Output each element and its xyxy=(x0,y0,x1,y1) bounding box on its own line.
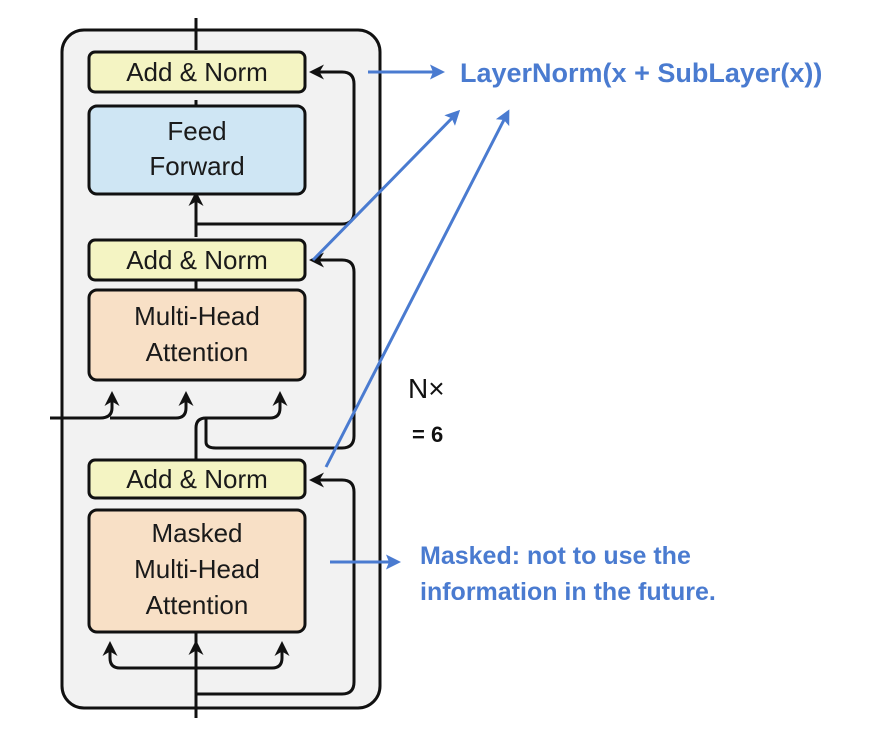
add-norm-label-top: Add & Norm xyxy=(126,57,268,87)
repeat-label: N× xyxy=(408,373,445,404)
feed-forward-block xyxy=(87,104,307,196)
feed-forward-label-line1: Feed xyxy=(167,116,226,146)
masked-attention-label-line1: Masked xyxy=(151,518,242,548)
masked-multi-head-attention-block xyxy=(87,508,307,634)
feed-forward-label-line2: Forward xyxy=(149,151,244,181)
add-norm-label-bottom: Add & Norm xyxy=(126,464,268,494)
residual-connection-2 xyxy=(204,252,356,450)
formula-pointer-arrow xyxy=(311,109,461,262)
add-norm-block-middle xyxy=(87,238,307,282)
multi-head-attention-block xyxy=(87,288,307,382)
masked-attention-input-arrow xyxy=(102,641,196,670)
masked-attention-input-arrow xyxy=(196,641,290,670)
residual-connection-1 xyxy=(196,472,356,696)
masked-note-line1: Masked: not to use the xyxy=(420,542,691,570)
encoder-input-line xyxy=(50,391,120,420)
add-norm-block-bottom xyxy=(87,458,307,500)
masked-note-line2: information in the future. xyxy=(420,578,716,606)
multi-head-attention-label-line1: Multi-Head xyxy=(134,301,260,331)
layernorm-formula: LayerNorm(x + SubLayer(x)) xyxy=(460,58,822,88)
attention-input-line xyxy=(194,391,288,458)
repeat-count: = 6 xyxy=(412,422,443,447)
add-norm-block-top xyxy=(87,50,307,94)
add-norm-label-middle: Add & Norm xyxy=(126,245,268,275)
encoder-input-line xyxy=(110,391,194,420)
formula-pointer-arrow xyxy=(324,109,510,468)
masked-attention-label-line2: Multi-Head xyxy=(134,554,260,584)
masked-attention-label-line3: Attention xyxy=(146,590,249,620)
multi-head-attention-label-line2: Attention xyxy=(146,337,249,367)
